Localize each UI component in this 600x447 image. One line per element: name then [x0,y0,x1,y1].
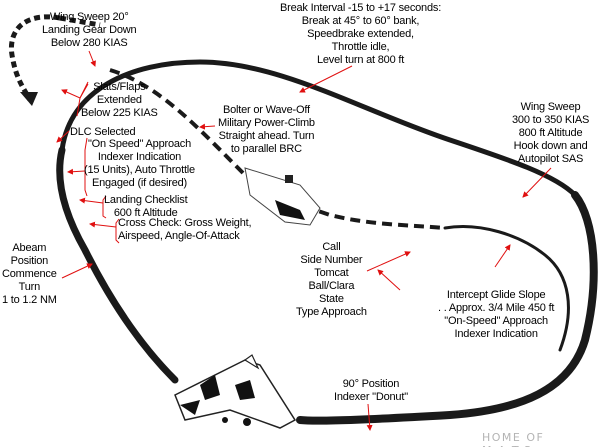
label-line: Side Number [300,254,363,266]
arrow-break [299,65,353,93]
label-wing-sweep-20: Wing Sweep 20° Landing Gear Down Below 2… [42,11,137,50]
label-line: Straight ahead. Turn [218,130,315,142]
arrow-cross-check [89,221,117,228]
label-line: Hook down and [513,140,588,152]
label-line: Abeam [12,242,47,254]
label-landing-checklist: Landing Checklist 600 ft Altitude [104,194,188,220]
arrow-on-speed [67,168,86,175]
bolter-dashed-path [109,68,446,230]
label-line: Throttle idle, [331,41,390,53]
label-call: Call Side Number Tomcat Ball/Clara State… [296,241,367,319]
label-line: DLC Selected [70,126,136,138]
go-around-dashed-loop [8,14,61,102]
aircraft-carrier-icon [244,167,321,226]
arrow-intercept-2 [494,244,511,268]
arrow-wing-sweep-300 [522,167,552,198]
label-line: Landing Checklist [104,194,188,206]
label-line: Airspeed, Angle-Of-Attack [118,230,240,242]
label-line: to parallel BRC [230,143,302,155]
label-line: Slats/Flaps [93,81,146,93]
label-break-interval: Break Interval -15 to +17 seconds: Break… [280,2,441,67]
label-line: Commence [2,268,57,280]
arrow-landing-checklist [79,197,104,204]
pattern-final-approach [443,225,570,352]
label-line: Speedbrake extended, [307,28,414,40]
label-dlc-selected: DLC Selected [70,126,136,139]
label-line: Landing Gear Down [42,24,137,36]
label-line: Engaged (if desired) [91,177,188,189]
label-line: Below 280 KIAS [50,37,128,49]
label-line: State [319,293,344,305]
annotation-arrows [56,50,552,431]
bracket-cross-check [115,218,120,244]
label-line: Position [10,255,49,267]
label-cross-check: Cross Check: Gross Weight, Airspeed, Ang… [118,217,252,243]
label-line: 90° Position [342,378,400,390]
label-line: 600 ft Altitude [113,207,178,219]
label-line: Call [322,241,341,253]
label-line: Level turn at 800 ft [316,54,405,66]
label-line: Indexer Indication [97,151,182,163]
label-line: Break at 45° to 60° bank, [301,15,420,27]
label-line: Military Power-Climb [218,117,315,129]
f14-tomcat-icon [174,354,297,429]
label-line: Below 225 KIAS [81,107,158,119]
dash-extra [59,15,101,28]
label-on-speed: "On Speed" Approach Indexer Indication (… [84,138,195,190]
arrow-dlc [56,130,70,143]
label-ninety-position: 90° Position Indexer "Donut" [334,378,408,404]
label-line: 300 to 350 KIAS [512,114,590,126]
arrow-ninety [366,403,373,431]
arrow-intercept [377,269,401,291]
label-line: Wing Sweep 20° [49,11,129,23]
label-wing-sweep-300: Wing Sweep 300 to 350 KIAS 800 ft Altitu… [512,101,589,166]
label-line: Turn [18,281,41,293]
label-line: 800 ft Altitude [518,127,583,139]
label-line: Tomcat [314,267,349,279]
label-line: "On Speed" Approach [87,138,192,150]
label-line: Wing Sweep [520,101,581,113]
label-line: Ball/Clara [308,280,355,292]
pattern-downwind-leg [56,146,179,384]
label-line: . . Approx. 3/4 Mile 450 ft [438,302,555,314]
label-line: Intercept Glide Slope [446,289,546,301]
pattern-break-turn [296,191,598,425]
label-line: 1 to 1.2 NM [2,294,57,306]
label-line: Type Approach [296,306,367,318]
pattern-upwind-leg [59,59,578,198]
arrow-abeam [61,263,93,279]
label-line: (15 Units), Auto Throttle [84,164,195,176]
bracket-on-speed [84,137,88,197]
label-bolter: Bolter or Wave-Off Military Power-Climb … [218,104,315,156]
label-line: Autopilot SAS [517,153,584,165]
label-line: Indexer "Donut" [334,391,408,403]
label-abeam: Abeam Position Commence Turn 1 to 1.2 NM [2,242,57,307]
arrow-call [366,251,411,272]
label-intercept: Intercept Glide Slope . . Approx. 3/4 Mi… [438,289,554,341]
label-line: Cross Check: Gross Weight, [118,217,252,229]
label-line: Break Interval -15 to +17 seconds: [280,2,442,14]
watermark: HOME OF M.A.T.S. [482,431,545,447]
label-line: Extended [96,94,142,106]
bracket-slats [76,81,89,117]
label-line: "On-Speed" Approach [444,315,548,327]
arrow-wing-sweep-20 [88,50,96,67]
label-line: Indexer Indication [454,328,538,340]
label-slats-flaps: Slats/Flaps Extended Below 225 KIAS [81,81,158,120]
arrow-bolter [199,123,216,130]
go-around-arrowhead [20,92,38,106]
label-line: Bolter or Wave-Off [222,104,310,116]
bracket-landing-checklist [102,195,107,219]
